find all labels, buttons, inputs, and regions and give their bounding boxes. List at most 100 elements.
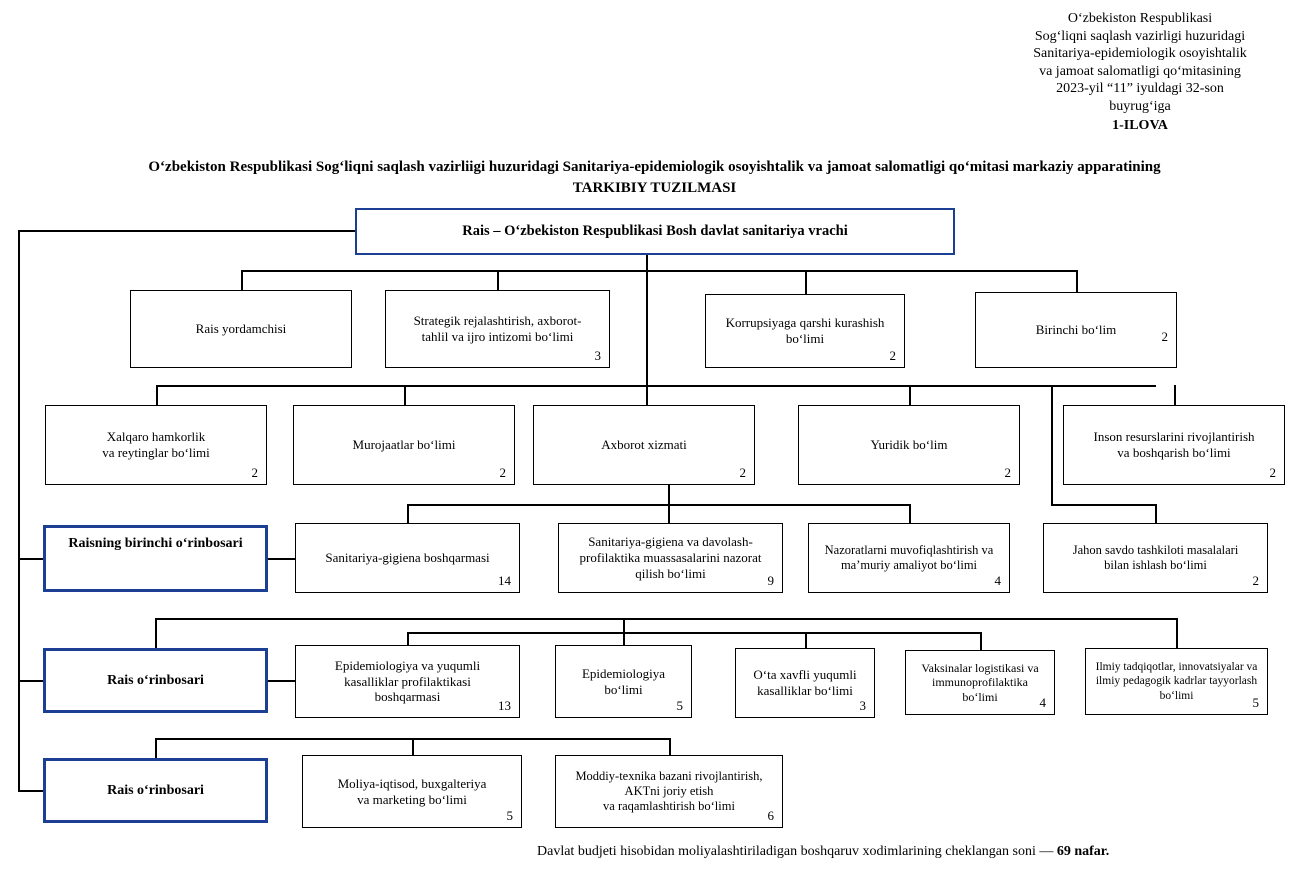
box-label: Birinchi boʻlim — [1035, 322, 1117, 338]
line-drop — [805, 270, 807, 294]
box-ilmiy-tadqiqotlar: Ilmiy tadqiqotlar, innovatsiyalar va ilm… — [1085, 648, 1268, 715]
line-drop — [669, 738, 671, 755]
box-label: Strategik rejalashtirish, axborot- tahli… — [413, 313, 582, 344]
staff-count: 2 — [889, 348, 897, 364]
line-stub-deputy2 — [18, 680, 43, 682]
annex-note: Oʻzbekiston Respublikasi Sogʻliqni saqla… — [1033, 11, 1247, 114]
box-nazoratlarni-muvofiqlashtirish: Nazoratlarni muvofiqlashtirish va maʼmur… — [808, 523, 1010, 593]
box-label: Moddiy-texnika bazani rivojlantirish, AK… — [575, 768, 763, 814]
staff-count: 2 — [1161, 329, 1169, 345]
line-first-deputy-to-unit — [268, 558, 295, 560]
line-right-riser — [1051, 385, 1053, 504]
box-inson-resurslari: Inson resurslarini rivojlantirish va bos… — [1063, 405, 1285, 485]
staff-count: 2 — [1269, 465, 1277, 481]
box-label: Korrupsiyaga qarshi kurashish boʻlimi — [725, 315, 885, 346]
box-label: Xalqaro hamkorlik va reytinglar boʻlimi — [102, 429, 210, 460]
line-drop — [1076, 270, 1078, 292]
footer-text: Davlat budjeti hisobidan moliyalashtiril… — [537, 844, 1057, 859]
page-title-line1: Oʻzbekiston Respublikasi Sogʻliqni saqla… — [148, 159, 1161, 175]
line-drop — [404, 385, 406, 405]
box-label: Ilmiy tadqiqotlar, innovatsiyalar va ilm… — [1095, 661, 1258, 702]
box-label: Axborot xizmati — [601, 437, 687, 453]
staff-count: 2 — [499, 465, 507, 481]
line-drop — [1155, 504, 1157, 523]
staff-count: 3 — [859, 698, 867, 714]
line-drop — [155, 738, 157, 758]
staff-count: 5 — [1252, 695, 1260, 711]
footer-bold-count: 69 nafar. — [1056, 844, 1110, 859]
line-row5-upper-bus — [155, 618, 1177, 620]
staff-count: 13 — [498, 698, 511, 714]
box-epidemiologiya-boshqarmasi: Epidemiologiya va yuqumli kasalliklar pr… — [295, 645, 520, 718]
box-ota-xavfli: Oʻta xavfli yuqumli kasalliklar boʻlimi … — [735, 648, 875, 718]
box-label: Sanitariya-gigiena boshqarmasi — [325, 550, 490, 566]
staff-count: 4 — [1039, 695, 1047, 711]
line-left-spine — [18, 230, 20, 792]
box-label: Oʻta xavfli yuqumli kasalliklar boʻlimi — [753, 667, 857, 698]
annex-number: 1-ILOVA — [1112, 118, 1168, 133]
line-drop — [909, 504, 911, 523]
line-row5-lower-bus — [407, 632, 981, 634]
box-label: Rais oʻrinbosari — [107, 672, 204, 688]
line-row4-bus — [407, 504, 910, 506]
staff-count: 2 — [739, 465, 747, 481]
box-vaksinalar-logistikasi: Vaksinalar logistikasi va immunoprofilak… — [905, 650, 1055, 715]
page-title-line2: TARKIBIY TUZILMASI — [572, 180, 737, 196]
box-yuridik-bolim: Yuridik boʻlim 2 — [798, 405, 1020, 485]
box-rais-orinbosari-3: Rais oʻrinbosari — [43, 758, 268, 823]
line-deputy2-to-unit — [268, 680, 295, 682]
line-stub-deputy3 — [18, 790, 43, 792]
line-drop — [156, 385, 158, 405]
box-moddiy-texnika: Moddiy-texnika bazani rivojlantirish, AK… — [555, 755, 783, 828]
box-birinchi-bolim: Birinchi boʻlim 2 — [975, 292, 1177, 368]
box-murojaatlar: Murojaatlar boʻlimi 2 — [293, 405, 515, 485]
line-row3-bus — [156, 385, 1156, 387]
box-moliya-iqtisod: Moliya-iqtisod, buxgalteriya va marketin… — [302, 755, 522, 828]
box-label: Rais yordamchisi — [195, 321, 287, 337]
box-jahon-savdo: Jahon savdo tashkiloti masalalari bilan … — [1043, 523, 1268, 593]
box-axborot-xizmati: Axborot xizmati 2 — [533, 405, 755, 485]
box-label: Nazoratlarni muvofiqlashtirish va maʼmur… — [824, 542, 994, 572]
box-korrupsiyaga-qarshi: Korrupsiyaga qarshi kurashish boʻlimi 2 — [705, 294, 905, 368]
box-sanitariya-gigiena-davolash: Sanitariya-gigiena va davolash- profilak… — [558, 523, 783, 593]
box-label: Moliya-iqtisod, buxgalteriya va marketin… — [337, 775, 487, 807]
line-drop — [412, 738, 414, 755]
line-drop — [805, 632, 807, 648]
box-rais-yordamchisi: Rais yordamchisi — [130, 290, 352, 368]
box-label: Murojaatlar boʻlimi — [352, 437, 456, 453]
line-row4-right — [1051, 504, 1156, 506]
box-rais-orinbosari-2: Rais oʻrinbosari — [43, 648, 268, 713]
box-strategik-rejalashtirish: Strategik rejalashtirish, axborot- tahli… — [385, 290, 610, 368]
line-drop — [1176, 618, 1178, 648]
box-raisning-birinchi-orinbosari: Raisning birinchi oʻrinbosari — [43, 525, 268, 592]
line-stub-first-deputy — [18, 558, 43, 560]
line-row2-bus — [241, 270, 1077, 272]
box-label: Epidemiologiya va yuqumli kasalliklar pr… — [334, 657, 481, 705]
line-drop — [909, 385, 911, 405]
line-drop — [407, 504, 409, 523]
box-label: Inson resurslarini rivojlantirish va bos… — [1093, 429, 1255, 460]
staff-count: 6 — [767, 808, 775, 824]
box-label: Sanitariya-gigiena va davolash- profilak… — [579, 534, 762, 581]
footer-note: Davlat budjeti hisobidan moliyalashtiril… — [537, 844, 1109, 860]
staff-count: 4 — [994, 573, 1002, 589]
box-label: Vaksinalar logistikasi va immunoprofilak… — [921, 660, 1039, 704]
box-xalqaro-hamkorlik: Xalqaro hamkorlik va reytinglar boʻlimi … — [45, 405, 267, 485]
line-central-riser — [646, 255, 648, 405]
staff-count: 2 — [1252, 573, 1260, 589]
line-drop — [241, 270, 243, 290]
box-label: Raisning birinchi oʻrinbosari — [68, 536, 243, 551]
staff-count: 3 — [594, 348, 602, 364]
box-rais: Rais – Oʻzbekiston Respublikasi Bosh dav… — [355, 208, 955, 255]
line-drop — [155, 618, 157, 648]
staff-count: 14 — [498, 573, 511, 589]
box-label: Rais oʻrinbosari — [107, 782, 204, 798]
staff-count: 2 — [251, 465, 259, 481]
box-sanitariya-gigiena-boshqarmasi: Sanitariya-gigiena boshqarmasi 14 — [295, 523, 520, 593]
box-epidemiologiya-bolimi: Epidemiologiya boʻlimi 5 — [555, 645, 692, 718]
staff-count: 2 — [1004, 465, 1012, 481]
box-label: Jahon savdo tashkiloti masalalari bilan … — [1072, 542, 1239, 572]
staff-count: 5 — [676, 698, 684, 714]
staff-count: 9 — [767, 573, 775, 589]
